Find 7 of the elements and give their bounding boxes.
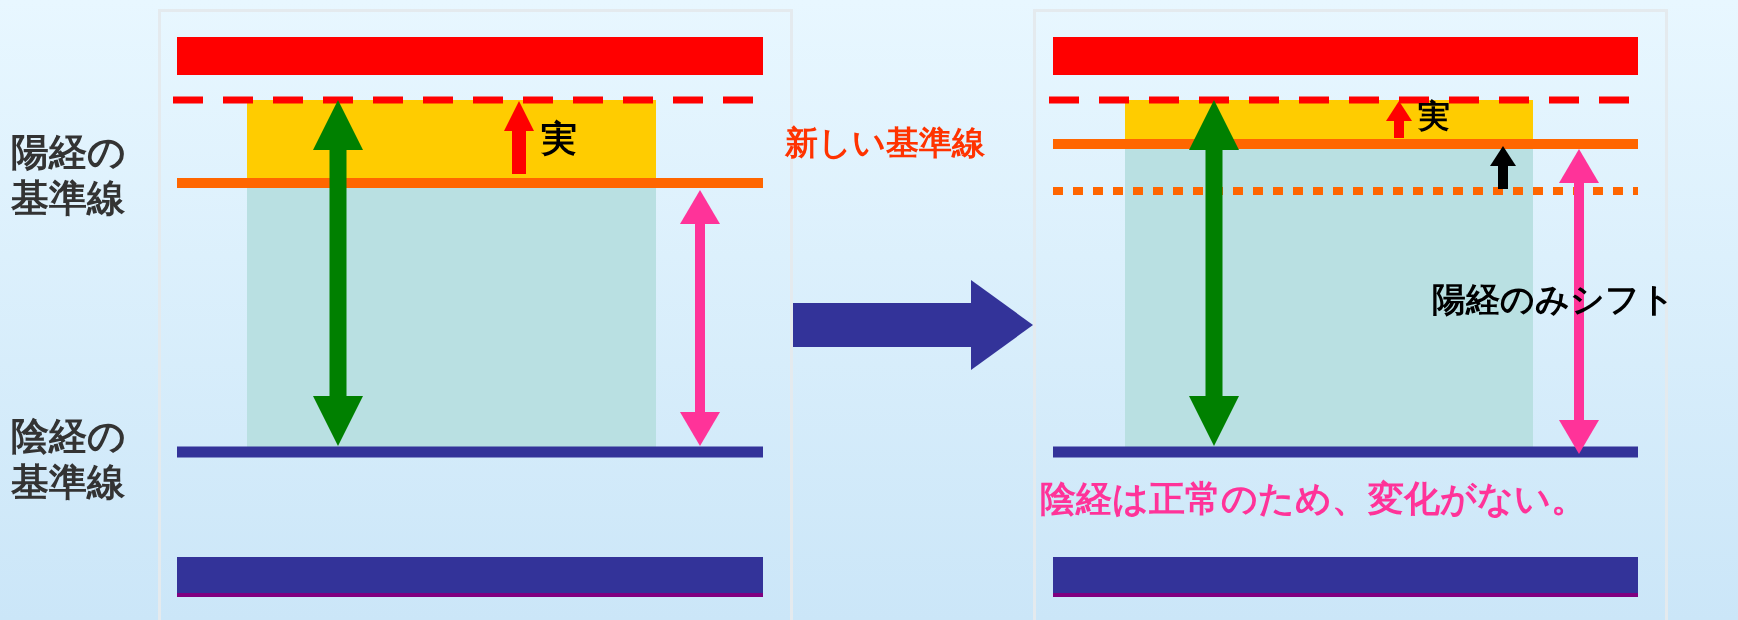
annotation-text: 陰経は正常のため、変化がない。 — [1040, 478, 1587, 520]
annotation-text: 新しい基準線 — [785, 124, 985, 162]
annotation-text: 実 — [1418, 98, 1450, 135]
block-arrow — [793, 280, 1033, 370]
annotation-text: 実 — [541, 118, 577, 160]
axis-label: 陽経の基準線 — [11, 130, 127, 222]
axis-label: 陰経の基準線 — [11, 414, 127, 506]
